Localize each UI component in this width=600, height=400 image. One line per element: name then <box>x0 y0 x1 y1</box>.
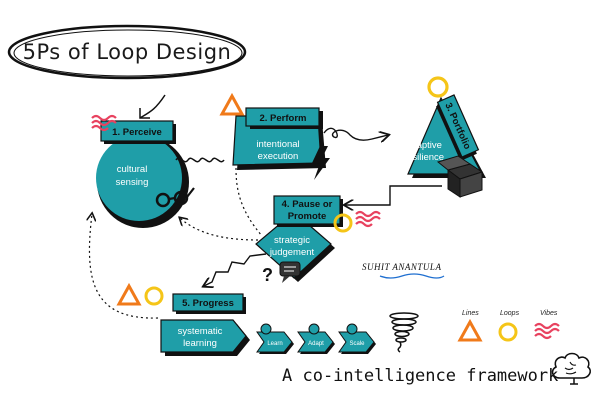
stage-pause: 4. Pause or Promote strategic judgement … <box>255 195 381 285</box>
connector-dotted <box>180 218 259 241</box>
vibes-squiggle-icon <box>91 114 117 132</box>
step-adapt: Adapt <box>297 323 335 354</box>
perceive-body-line2: sensing <box>116 177 149 188</box>
progress-body-line1: systematic <box>178 326 223 337</box>
perceive-tab-label: 1. Perceive <box>112 127 162 138</box>
perform-body-line1: intentional <box>256 139 299 150</box>
legend-squiggle-icon <box>534 322 560 340</box>
pause-diamond <box>255 211 332 279</box>
perform-body-line2: execution <box>258 151 299 162</box>
progress-body-line2: learning <box>183 338 217 349</box>
box-icon <box>436 155 484 198</box>
stage-perceive: 1. Perceive cultural sensing <box>91 94 195 228</box>
stage-portfolio: 3. Portfolio adaptive resilience <box>404 76 486 198</box>
pause-tab <box>273 195 341 225</box>
footer-tagline: A co-intelligence framework <box>282 366 558 386</box>
step-label-adapt: Adapt <box>308 341 324 347</box>
perceive-body-line1: cultural <box>117 164 148 175</box>
loops-circle-icon <box>144 286 164 306</box>
brain-icon <box>551 352 591 385</box>
feedback-arrow <box>139 94 166 119</box>
portfolio-tab <box>436 94 480 158</box>
connector-spring <box>175 157 225 163</box>
legend-triangle-icon <box>457 318 483 342</box>
glasses-icon <box>155 187 195 208</box>
step-label-learn: Learn <box>267 341 282 347</box>
svg-text:SUHIT ANANTULA: SUHIT ANANTULA <box>362 262 441 272</box>
question-icon: ? <box>262 265 273 285</box>
perform-tab-label: 2. Perform <box>260 113 307 124</box>
perceive-tab <box>100 120 174 142</box>
vibes-squiggle-icon <box>355 210 381 228</box>
progress-tab-label: 5. Progress <box>182 298 234 309</box>
perform-tab <box>245 107 320 127</box>
stage-perform: 2. Perform intentional execution <box>219 92 330 180</box>
legend-circle-icon <box>498 322 518 342</box>
loops-circle-icon <box>427 76 449 98</box>
signature: SUHIT ANANTULA <box>362 262 445 279</box>
legend-label-lines: Lines <box>462 310 479 317</box>
pause-body-line1: strategic <box>274 235 310 246</box>
connector-line <box>345 185 442 205</box>
progress-tab <box>172 293 244 312</box>
speech-bubble-icon <box>279 261 301 283</box>
legend-label-vibes: Vibes <box>540 310 558 317</box>
legend: Lines Loops Vibes <box>457 310 560 342</box>
pause-tab-label-line2: Promote <box>288 211 327 222</box>
lightning-icon <box>312 146 330 180</box>
step-label-scale: Scale <box>349 341 365 347</box>
connector-zigzag <box>204 253 267 286</box>
lines-triangle-icon <box>219 92 245 116</box>
stage-progress: 5. Progress systematic learning <box>116 282 250 356</box>
pause-body-line2: judgement <box>269 247 315 258</box>
legend-label-loops: Loops <box>500 310 520 317</box>
step-learn: Learn <box>256 323 294 354</box>
connector-dotted <box>89 214 159 319</box>
connector-loop <box>323 127 388 140</box>
lines-triangle-icon <box>116 282 142 306</box>
portfolio-body-line1: adaptive <box>406 140 442 151</box>
progress-arrow-box <box>160 319 247 353</box>
loops-circle-icon <box>333 213 353 233</box>
page-title: 5Ps of Loop Design <box>23 40 232 64</box>
connector-dotted <box>235 167 263 237</box>
pause-tab-label-line1: 4. Pause or <box>282 199 333 210</box>
perceive-circle <box>96 135 182 221</box>
title-badge: 5Ps of Loop Design <box>7 24 247 80</box>
portfolio-body-line2: resilience <box>404 152 444 163</box>
tornado-icon <box>389 312 419 353</box>
step-scale: Scale <box>338 323 376 354</box>
